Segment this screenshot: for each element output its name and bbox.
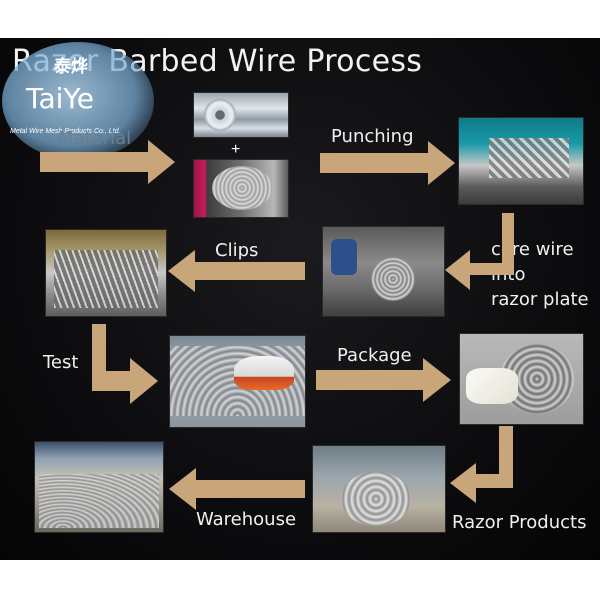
photo-core-wire-worker [322,226,445,317]
photo-steel-coils [193,92,289,138]
label-package: Package [337,345,412,366]
photo-warehouse [34,441,164,533]
taiye-logo: 泰烨 TaiYe Metal Wire Mesh Products Co., L… [2,42,154,160]
arrow-punching-down [445,213,514,290]
arrow-raw-to-punching [320,141,455,185]
logo-subtitle: Metal Wire Mesh Products Co., Ltd. [10,128,121,135]
logo-chinese-text: 泰烨 [54,57,88,76]
arrow-package-down [450,426,513,503]
arrow-test-to-package [316,358,451,402]
arrow-material-to-raw [40,140,175,184]
photo-razor-products [312,445,446,533]
photo-punching-machine [458,117,584,205]
photo-package [459,333,584,425]
photo-clips [45,229,167,317]
label-punching: Punching [331,126,414,147]
photo-test [169,335,306,428]
label-clips: Clips [215,240,259,261]
plus-sign: + [231,141,241,158]
label-test: Test [43,352,79,373]
arrow-clips-to-test [92,324,158,404]
label-warehouse: Warehouse [196,509,297,530]
arrow-core-wire-to-clips [168,250,305,292]
label-razor-products: Razor Products [452,512,587,533]
logo-name: TaiYe [26,82,95,115]
label-core-wire-line3: razor plate [491,289,589,310]
photo-wire-coil [193,159,289,218]
label-material: Material [58,128,132,149]
arrow-products-to-warehouse [169,468,305,510]
